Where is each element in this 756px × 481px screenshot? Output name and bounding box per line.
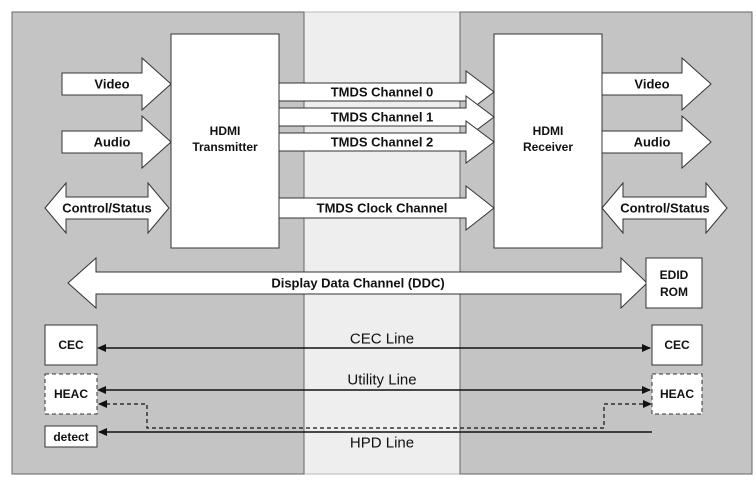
utility-line-label: Utility Line [347,372,416,389]
control-status-output-arrow: Control/Status [601,181,728,235]
detect-label: detect [53,430,88,444]
audio-output-label: Audio [634,135,671,150]
cec-left-box: CEC [44,324,98,366]
detect-box: detect [44,425,98,448]
heac-hpd-dashed-line [98,400,652,429]
edid-label-line2: ROM [660,285,688,299]
ddc-label: Display Data Channel (DDC) [271,276,444,291]
hdmi-transmitter-box: HDMI Transmitter [170,33,280,249]
receiver-label-line1: HDMI [533,124,564,138]
heac-left-box: HEAC [44,373,98,415]
video-input-arrow: Video [61,56,172,112]
video-input-label: Video [94,77,129,92]
cec-right-label: CEC [664,338,690,352]
heac-right-label: HEAC [660,387,694,401]
heac-left-label: HEAC [54,387,88,401]
tmds-clock-channel-arrow: TMDS Clock Channel [278,184,495,232]
edid-label-line1: EDID [660,268,689,282]
heac-right-box: HEAC [651,373,703,415]
cec-right-box: CEC [651,324,703,366]
video-output-label: Video [634,77,669,92]
audio-input-label: Audio [94,135,131,150]
tmds-channel-2-arrow: TMDS Channel 2 [278,120,495,164]
control-status-output-label: Control/Status [620,201,710,216]
edid-rom-box: EDID ROM [645,257,703,309]
control-status-input-arrow: Control/Status [44,181,170,235]
tmds-channel-2-label: TMDS Channel 2 [331,135,434,150]
tmds-channel-0-label: TMDS Channel 0 [331,85,434,100]
tmds-channel-1-arrow: TMDS Channel 1 [278,95,495,139]
audio-input-arrow: Audio [61,114,172,170]
tmds-channel-0-arrow: TMDS Channel 0 [278,70,495,114]
video-output-arrow: Video [601,56,712,112]
cec-line-label: CEC Line [350,331,414,348]
transmitter-label-line2: Transmitter [192,140,258,154]
tmds-channel-1-label: TMDS Channel 1 [331,110,434,125]
control-status-input-label: Control/Status [62,201,152,216]
hpd-line-label: HPD Line [350,435,414,452]
hdmi-receiver-box: HDMI Receiver [493,33,603,249]
cec-left-label: CEC [58,338,84,352]
tmds-clock-channel-label: TMDS Clock Channel [317,201,448,216]
transmitter-label-line1: HDMI [210,124,241,138]
audio-output-arrow: Audio [601,114,712,170]
receiver-label-line2: Receiver [523,140,573,154]
